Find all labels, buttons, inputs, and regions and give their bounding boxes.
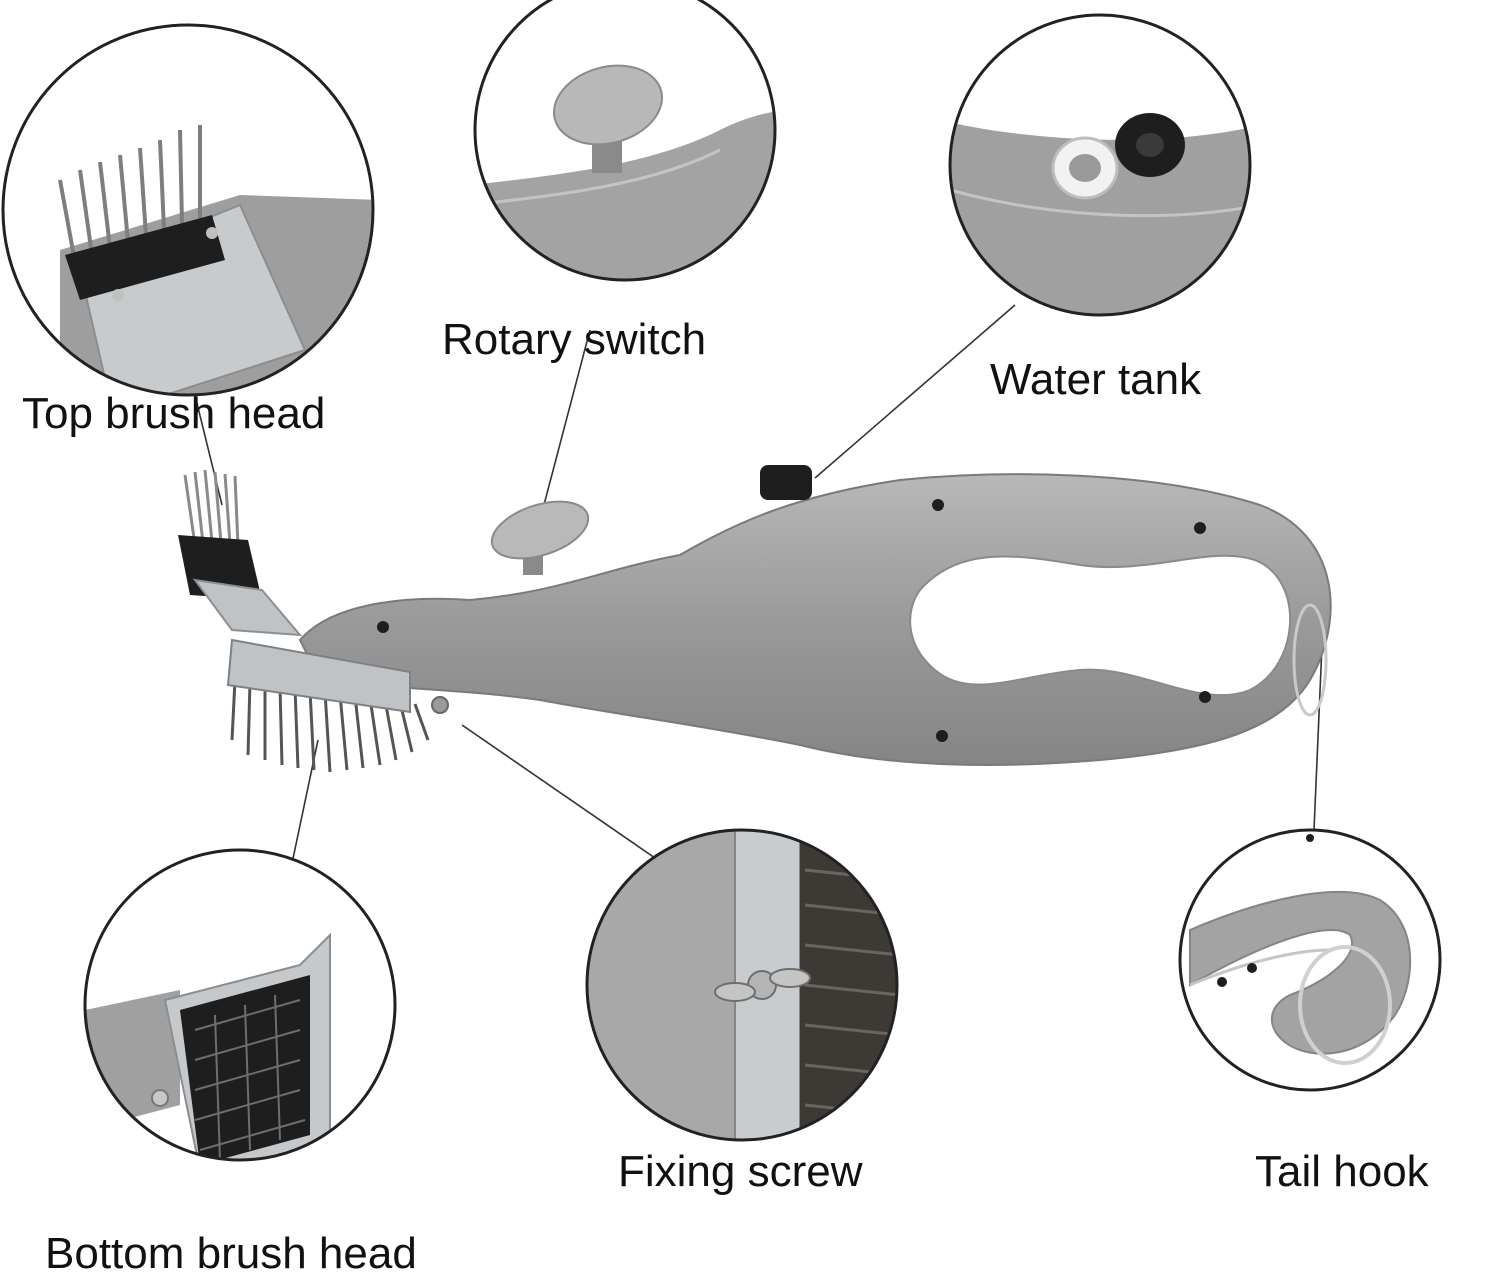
label-fixing-screw: Fixing screw: [618, 1147, 863, 1196]
detail-circle-bottom-brush: [83, 848, 397, 1162]
callout-line-tail-hook: [1313, 644, 1323, 831]
detail-circle-rotary-switch: [473, 0, 777, 282]
water-tank-cap: [760, 465, 812, 500]
callout-line-fixing-screw: [461, 724, 656, 859]
brush-body: [298, 473, 1332, 766]
rotary-switch-knob: [490, 500, 590, 575]
callout-lines: [189, 304, 1323, 907]
top-brush-assembly: [178, 469, 303, 637]
detail-circle-tail-hook: [1178, 828, 1442, 1092]
grill-brush-product: [178, 465, 1332, 773]
bottom-brush-assembly: [226, 638, 449, 773]
label-rotary-switch: Rotary switch: [442, 315, 707, 364]
detail-circle-fixing-screw: [585, 828, 899, 1142]
handle-hole: [909, 554, 1291, 697]
callout-line-water: [814, 304, 1016, 479]
label-water-tank: Water tank: [990, 355, 1202, 404]
detail-circle-water-tank: [948, 13, 1252, 317]
tail-hook-ring: [1292, 603, 1328, 717]
detail-circle-top-brush: [1, 23, 375, 397]
label-top-brush-head: Top brush head: [22, 389, 326, 438]
label-tail-hook: Tail hook: [1255, 1147, 1429, 1196]
label-bottom-brush-head: Bottom brush head: [45, 1229, 417, 1275]
body-screws: [377, 499, 1211, 742]
callout-line-rotary: [539, 329, 591, 521]
